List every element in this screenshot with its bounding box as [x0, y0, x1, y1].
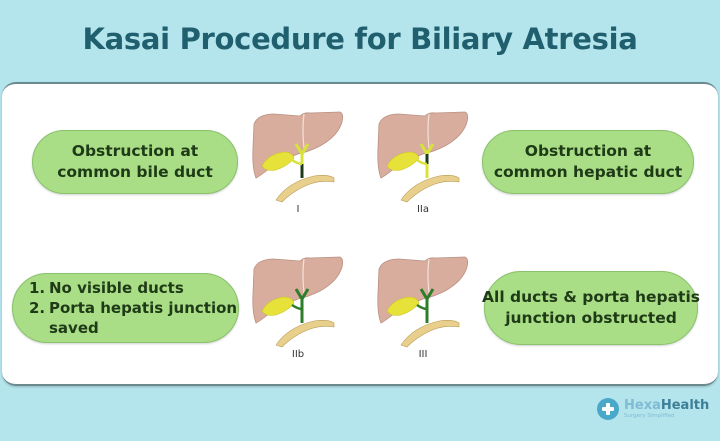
- description-line: junction obstructed: [505, 309, 677, 327]
- liver-lobe-divider: [302, 258, 305, 294]
- gallbladder-shape: [261, 151, 295, 171]
- list-item: 1.No visible ducts: [29, 279, 184, 297]
- type-i-illustration: I: [248, 108, 348, 218]
- list-item: saved: [49, 319, 99, 337]
- medical-cross-icon: [597, 398, 619, 420]
- liver-lobe-divider: [302, 113, 305, 149]
- gallbladder-shape: [386, 151, 420, 171]
- logo-tagline: Surgery Simplified: [624, 412, 675, 419]
- description-line: Obstruction at: [524, 142, 652, 160]
- type-label: IIa: [416, 204, 430, 215]
- type-iia-illustration: IIa: [373, 108, 473, 218]
- duodenum-shape: [275, 175, 335, 203]
- hexahealth-logo: HexaHealth Surgery Simplified: [597, 398, 709, 420]
- description-line: common bile duct: [57, 163, 213, 181]
- liver-diagram-type-i: [252, 111, 344, 203]
- type-label: III: [418, 349, 428, 360]
- cystic-duct: [291, 158, 303, 166]
- gallbladder-shape: [261, 296, 295, 316]
- liver-lobe-divider: [427, 258, 430, 294]
- type-label: I: [296, 204, 300, 215]
- page-title: Kasai Procedure for Biliary Atresia: [82, 22, 638, 56]
- type-i-description: Obstruction at common bile duct: [32, 130, 238, 194]
- type-label: IIb: [291, 349, 305, 360]
- liver-diagram-type-iia: [377, 111, 469, 203]
- list-item: 2.Porta hepatis junction: [29, 299, 238, 317]
- duodenum-shape: [400, 320, 460, 348]
- liver-diagram-type-iii: [377, 256, 469, 348]
- liver-diagram-type-iib: [252, 256, 344, 348]
- description-line: common hepatic duct: [493, 163, 683, 181]
- description-line: All ducts & porta hepatis: [482, 288, 700, 306]
- type-iia-description: Obstruction at common hepatic duct: [482, 130, 694, 194]
- type-iii-illustration: III: [373, 253, 473, 363]
- duodenum-shape: [400, 175, 460, 203]
- duodenum-shape: [275, 320, 335, 348]
- logo-name: HexaHealth: [624, 397, 710, 413]
- gallbladder-shape: [386, 296, 420, 316]
- type-iib-description: 1.No visible ducts 2.Porta hepatis junct…: [12, 273, 239, 343]
- cystic-duct: [416, 158, 428, 166]
- cystic-duct: [416, 303, 428, 311]
- liver-lobe-divider: [427, 113, 430, 149]
- type-iib-illustration: IIb: [248, 253, 348, 363]
- description-line: Obstruction at: [71, 142, 199, 160]
- cystic-duct: [291, 303, 303, 311]
- type-iii-description: All ducts & porta hepatis junction obstr…: [482, 271, 700, 345]
